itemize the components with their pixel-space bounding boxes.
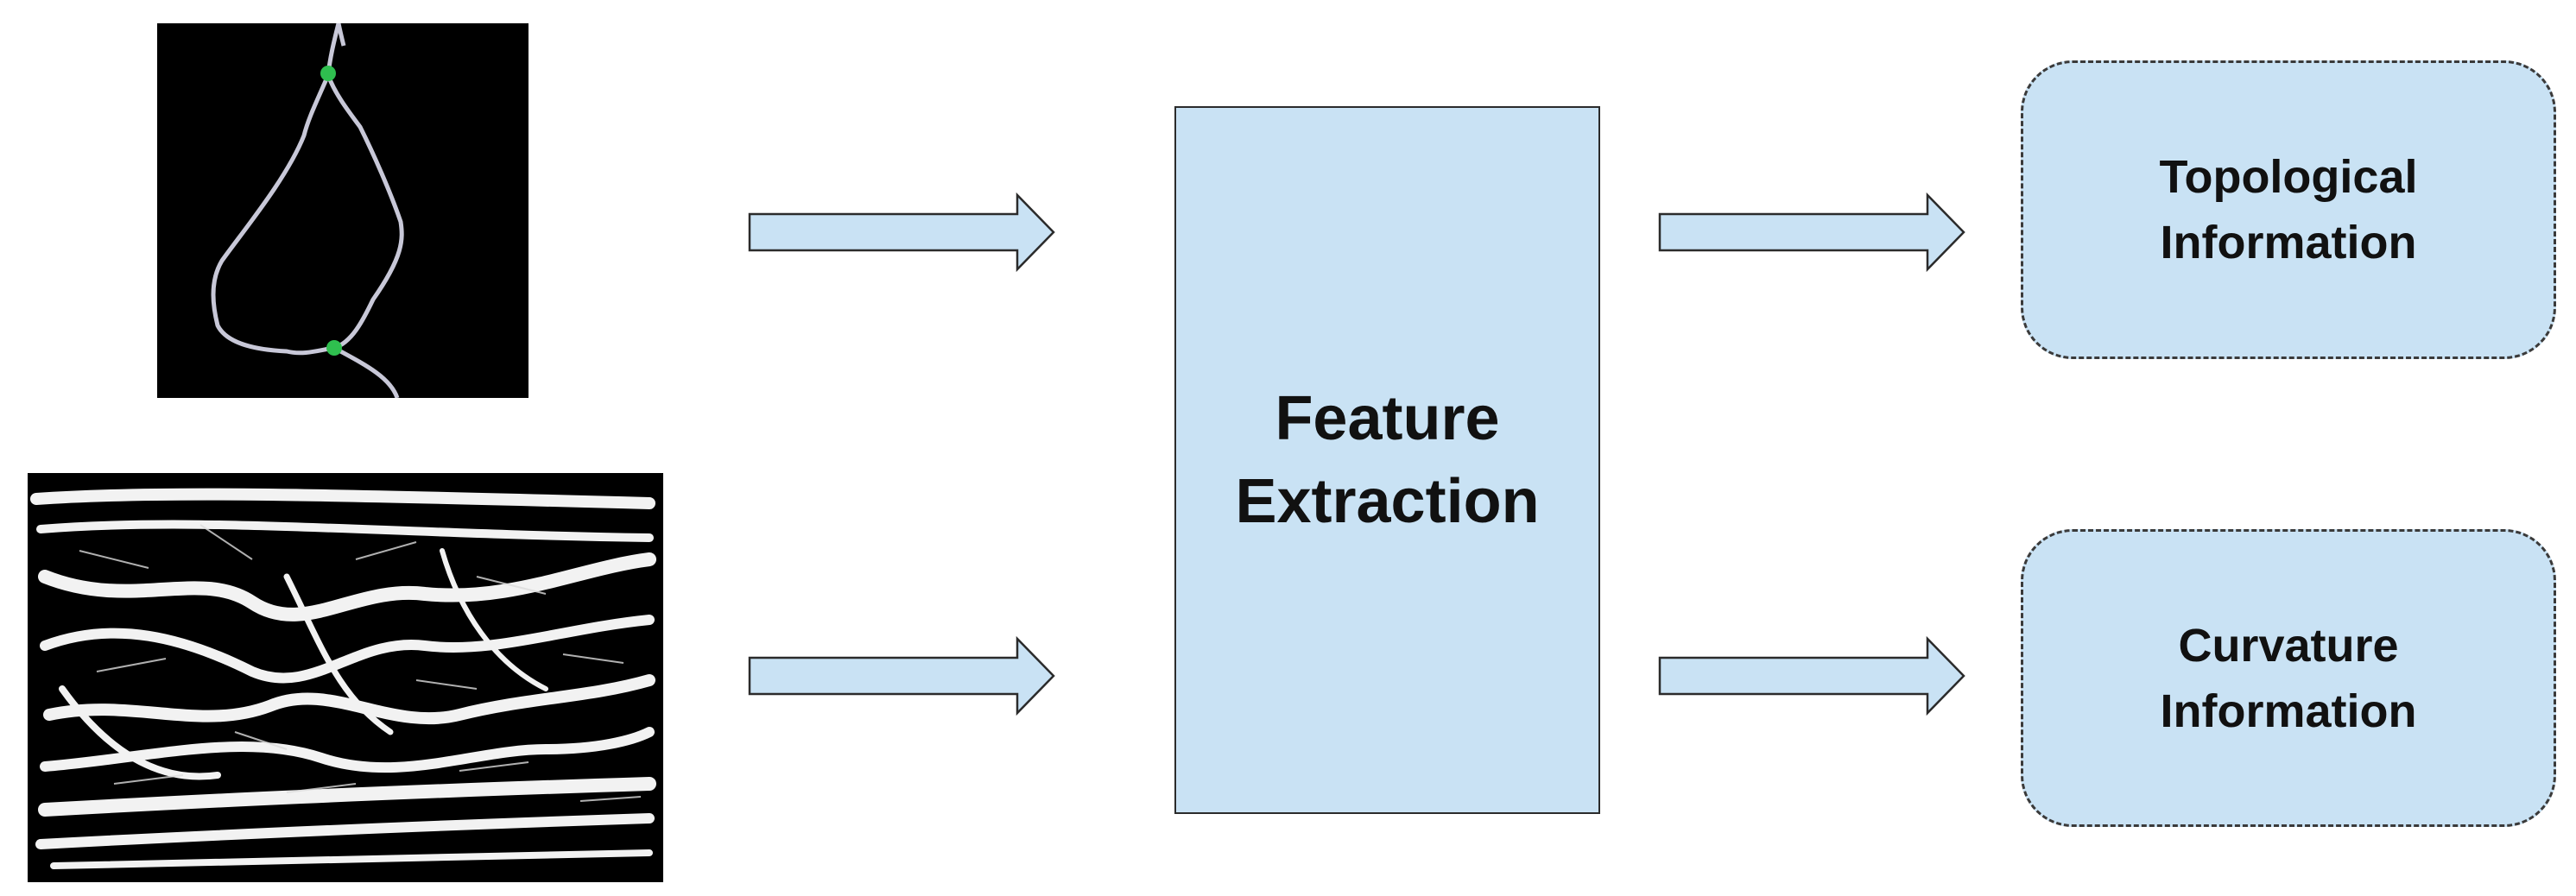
topological-information-box: Topological Information [2021, 60, 2556, 359]
arrow-to-curvature [1658, 635, 1965, 716]
fiber-network-image [28, 473, 663, 882]
feature-extraction-box: Feature Extraction [1174, 106, 1600, 814]
topological-information-label: Topological Information [2159, 151, 2418, 268]
arrow-top-input [748, 192, 1055, 273]
feature-extraction-label: Feature Extraction [1235, 384, 1540, 536]
junction-node-bottom [326, 340, 342, 356]
curvature-information-label: Curvature Information [2160, 619, 2417, 737]
junction-node-top [320, 66, 336, 81]
cell-network-image [157, 23, 528, 398]
curvature-information-box: Curvature Information [2021, 529, 2556, 827]
arrow-to-topological [1658, 192, 1965, 273]
arrow-bottom-input [748, 635, 1055, 716]
